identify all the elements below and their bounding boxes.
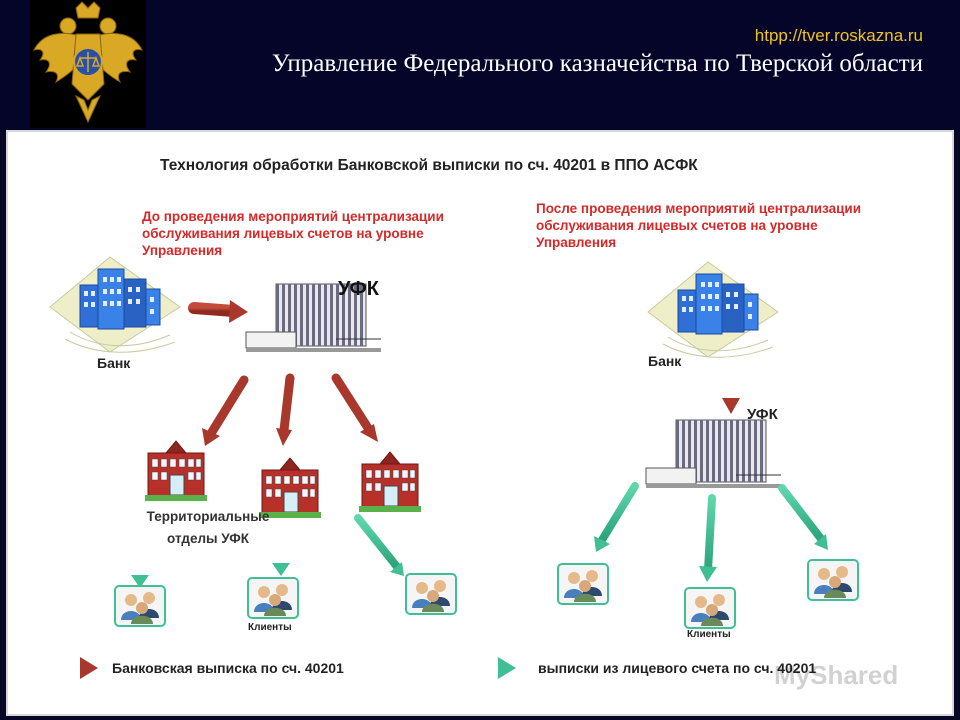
double-headed-eagle-icon [33,1,143,124]
after-clients-label: Клиенты [687,629,731,640]
legend-green-arrow-icon [440,657,516,679]
bank-building-icon [647,261,779,358]
arrow-bank-to-ufk-right [722,351,740,414]
before-clients-label: Клиенты [248,622,292,633]
clients-group-icon [684,587,736,629]
watermark-logo: MyShared [774,660,899,690]
arrow-bank-to-ufk [188,300,248,323]
after-ufk-label: УФК [747,406,778,423]
clients-group-icon [405,573,457,615]
before-note: До проведения мероприятий централизации … [142,209,444,258]
territorial-department-building-icon [358,451,422,513]
before-bank-label: Банк [97,355,131,371]
territorial-departments-label: Территориальные отделы УФК [146,509,270,546]
clients-group-icon [557,563,609,605]
treasury-emblem [30,0,146,128]
green-arrows-to-clients-left [131,514,404,588]
clients-group-icon [114,585,166,627]
red-arrows-to-departments [202,373,378,446]
clients-group-icon [247,577,299,619]
before-ufk-label: УФК [338,278,379,300]
ufk-office-building-icon [645,419,782,489]
legend-red-arrow-icon [32,657,98,679]
organization-title: Управление Федерального казначейства по … [271,50,923,77]
legend-red-label: Банковская выписка по сч. 40201 [112,660,344,676]
legend-green-label: выписки из лицевого счета по сч. 40201 [538,660,817,676]
clients-group-icon [807,559,859,601]
bank-building-icon [49,256,181,353]
diagram-title: Технология обработки Банковской выписки … [160,157,698,174]
territorial-department-building-icon [144,440,208,502]
site-url[interactable]: htpp://tver.roskazna.ru [754,26,923,45]
green-arrows-to-clients-right [594,482,828,582]
after-bank-label: Банк [648,353,682,369]
after-note: После проведения мероприятий централизац… [536,201,862,250]
header-bar: htpp://tver.roskazna.ru Управление Федер… [0,0,960,134]
